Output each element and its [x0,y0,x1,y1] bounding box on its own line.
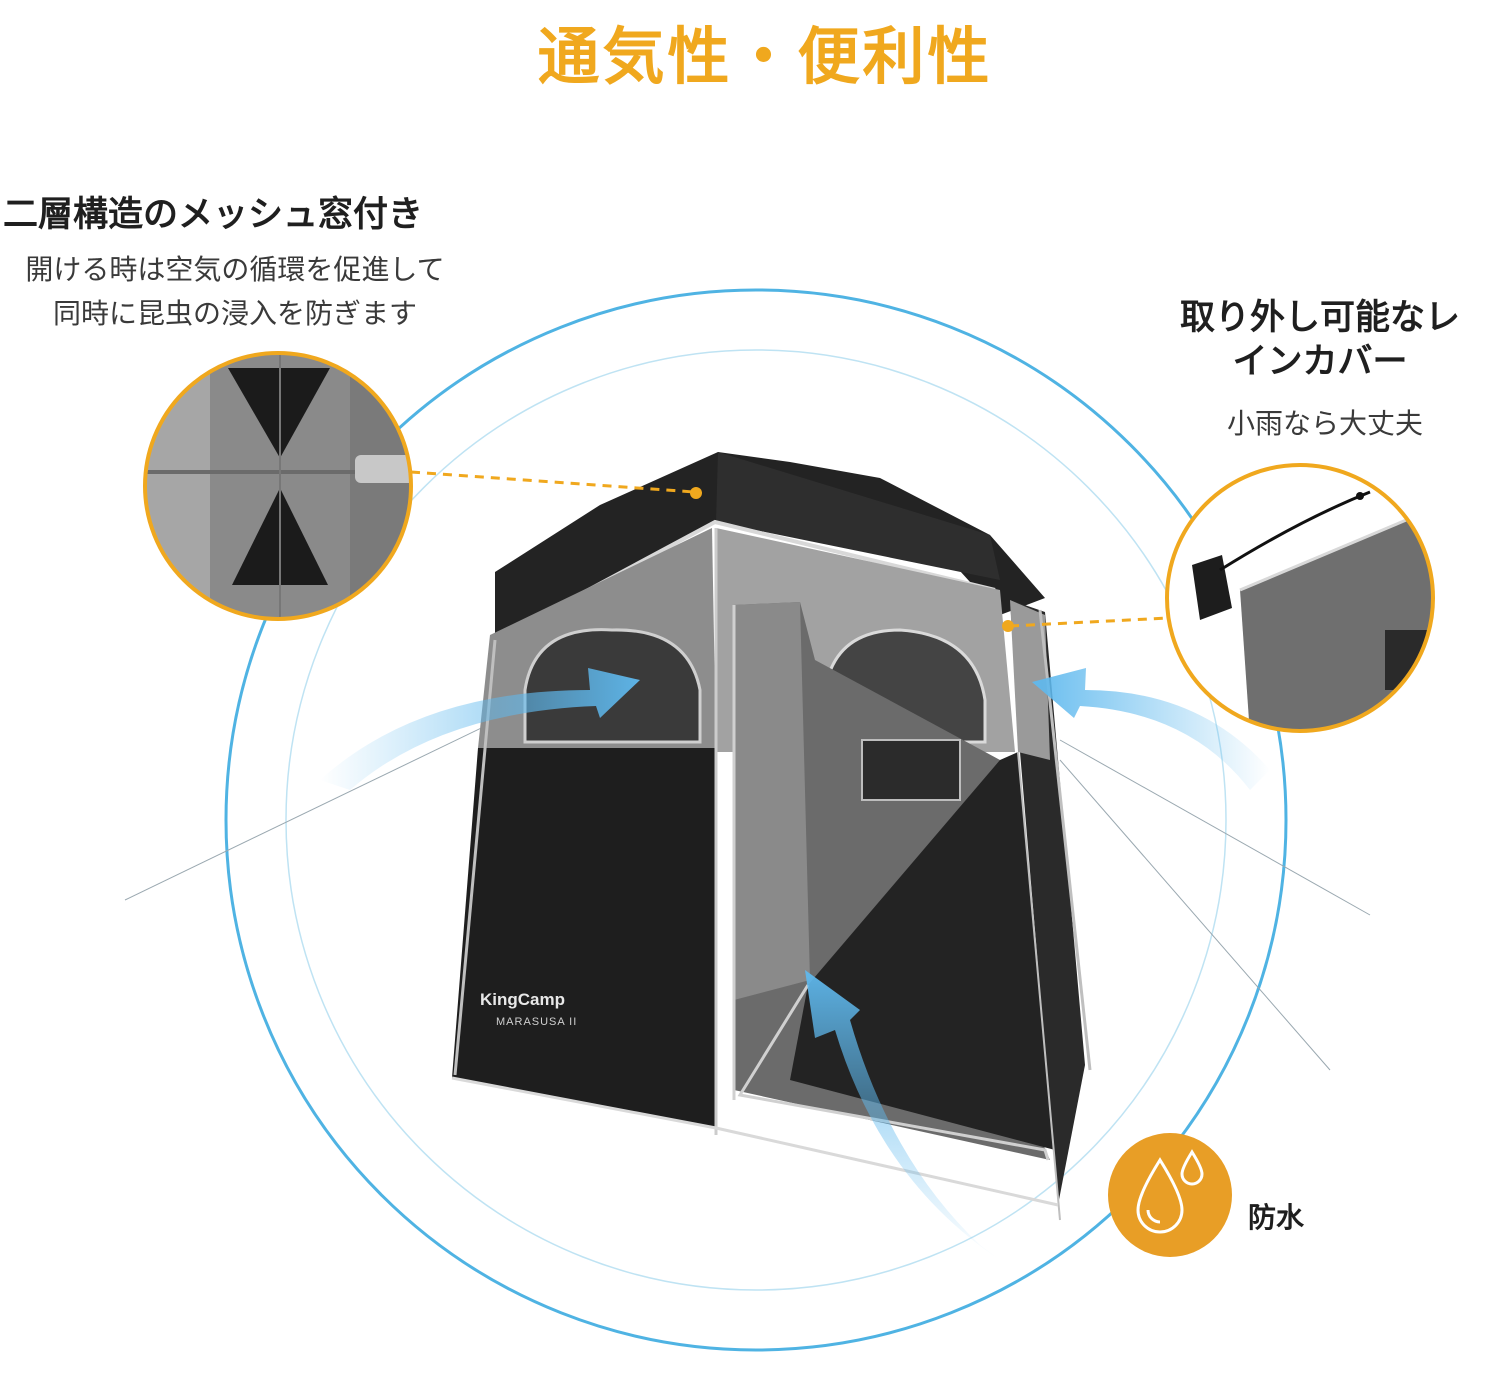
outer-guide-circle [224,288,1288,1352]
mesh-window-marker-dot [690,487,702,499]
waterproof-badge [1108,1133,1232,1257]
rain-cover-title-line2: インカバー [1232,342,1408,382]
brand-logo: KingCamp [480,990,565,1009]
mesh-window-title: 二層構造のメッシュ窓付き [3,195,424,235]
inner-guide-circle [285,349,1227,1291]
rain-cover-title-line1: 取り外し可能なレ [1179,298,1460,338]
airflow-arrow-right [1032,668,1270,790]
rain-cover-description: 小雨なら大丈夫 [1226,407,1423,440]
rain-cover-detail-callout [1002,463,1435,733]
water-drops-icon [1136,1149,1204,1234]
model-name: MARASUSA II [496,1016,578,1028]
rain-cover-marker-dot [1002,620,1014,632]
airflow-arrow-left [320,668,640,790]
waterproof-label: 防水 [1248,1201,1305,1234]
shower-tent [451,452,1092,1221]
mesh-window-desc-line1: 開ける時は空気の循環を促進して [25,253,445,286]
mesh-window-description: 開ける時は空気の循環を促進して 同時に昆虫の浸入を防ぎます [0,248,470,336]
airflow-arrow-bottom [805,970,1000,1260]
rain-cover-title: 取り外し可能なレ インカバー [1140,296,1500,384]
page-headline: 通気性・便利性 [537,20,993,93]
mesh-window-desc-line2: 同時に昆虫の浸入を防ぎます [52,297,417,330]
